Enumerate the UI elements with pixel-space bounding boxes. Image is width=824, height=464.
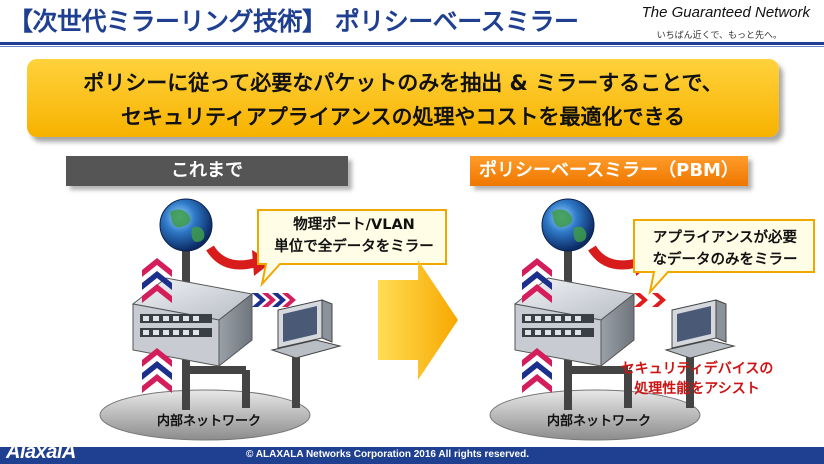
header-divider-thin: [0, 46, 824, 47]
bubble-after-line-1: アプライアンスが必要: [652, 230, 798, 246]
transition-arrow-icon: [378, 260, 458, 380]
pc-icon: [664, 299, 736, 359]
bubble-before-line-1: 物理ポート/VLAN: [293, 217, 415, 233]
section-label-after: ポリシーベースミラー（PBM）: [470, 156, 748, 186]
globe-icon: [159, 198, 213, 252]
brand-tagline: The Guaranteed Network: [641, 4, 810, 21]
summary-line-2: セキュリティアプライアンスの処理やコストを最適化できる: [120, 105, 686, 129]
internal-network-base: [489, 389, 701, 441]
page-title: 【次世代ミラーリング技術】 ポリシーベースミラー: [8, 7, 579, 36]
summary-callout: ポリシーに従って必要なパケットのみを抽出 & ミラーすることで、 セキュリティア…: [27, 59, 779, 137]
mirror-chevrons-icon: [634, 293, 666, 307]
brand-subtagline: いちばん近くで、もっと先へ。: [656, 31, 782, 41]
header-divider: [0, 42, 824, 45]
bubble-after-text: アプライアンスが必要 なデータのみをミラー: [638, 227, 812, 271]
speech-bubble-after: [633, 219, 815, 296]
up-chevrons-icon: [142, 258, 172, 393]
section-label-before: これまで: [66, 156, 348, 186]
assist-line-2: 処理性能をアシスト: [634, 381, 760, 397]
switch-icon: [131, 277, 254, 368]
mirror-chevrons-icon: [252, 293, 296, 307]
network-after: [489, 198, 815, 441]
internal-network-label-after: 内部ネットワーク: [546, 414, 651, 429]
footer-bar: [0, 447, 824, 464]
assist-line-1: セキュリティデバイスの: [620, 361, 774, 377]
speech-bubble-before: [257, 209, 447, 288]
up-chevrons-icon: [522, 258, 552, 393]
network-before: [99, 198, 447, 441]
bubble-before-text: 物理ポート/VLAN 単位で全データをミラー: [266, 214, 442, 258]
globe-icon: [541, 198, 595, 252]
company-logo: AlaxalA: [6, 441, 76, 463]
bubble-before-line-2: 単位で全データをミラー: [274, 239, 434, 255]
bubble-after-line-2: なデータのみをミラー: [652, 252, 798, 268]
internal-network-base: [99, 389, 311, 441]
assist-note: セキュリティデバイスの 処理性能をアシスト: [612, 359, 782, 399]
summary-line-1: ポリシーに従って必要なパケットのみを抽出 & ミラーすることで、: [83, 71, 723, 95]
copyright-text: © ALAXALA Networks Corporation 2016 All …: [246, 449, 529, 460]
pc-icon: [270, 299, 342, 359]
internal-network-label-before: 内部ネットワーク: [156, 414, 261, 429]
